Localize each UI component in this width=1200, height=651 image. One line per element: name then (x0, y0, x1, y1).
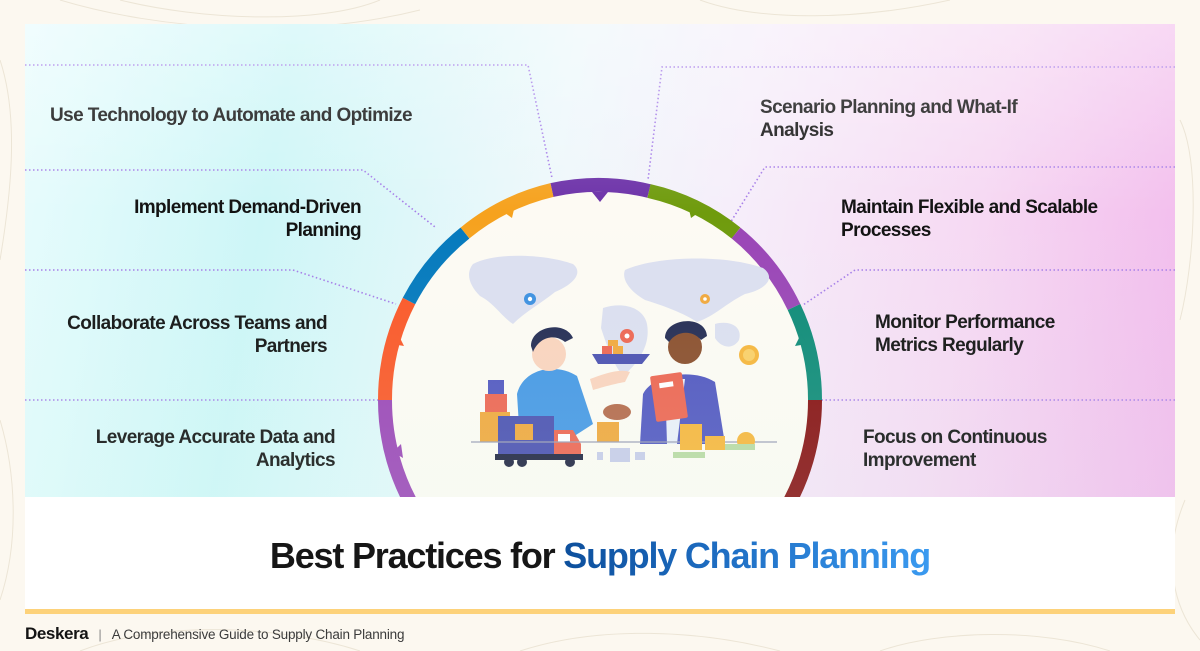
practice-leverage-data: Leverage Accurate Data and Analytics (25, 426, 336, 472)
practice-label-line: Leverage Accurate Data and (95, 427, 336, 448)
practice-continuous-improvement: Focus on Continuous Improvement (863, 426, 1123, 472)
wheel-center (385, 185, 815, 497)
brand-logo: Deskera (25, 624, 89, 643)
practice-use-technology: Use Technology to Automate and Optimize (50, 104, 460, 127)
footer-separator: | (98, 626, 102, 642)
segment-flexible-processes (647, 184, 741, 239)
footer-subtitle: A Comprehensive Guide to Supply Chain Pl… (111, 626, 405, 642)
ring-notches (392, 192, 815, 458)
title-prefix: Best Practices for (269, 535, 564, 576)
practice-demand-driven: Implement Demand-Driven Planning (65, 196, 362, 242)
handshake (603, 404, 631, 420)
practice-wheel-diagram (25, 64, 1175, 497)
practice-label-line: Collaborate Across Teams and (67, 313, 327, 334)
practice-collaborate: Collaborate Across Teams and Partners (25, 312, 327, 358)
practice-monitor-metrics: Monitor Performance Metrics Regularly (875, 311, 1135, 357)
businessman-right (640, 321, 725, 444)
segment-scenario-planning (550, 177, 651, 198)
segment-monitor-metrics (787, 303, 823, 401)
segment-leverage-data (377, 399, 416, 497)
title-band (25, 497, 1175, 610)
practice-label-line: Use Technology to Automate and Optimize (50, 105, 413, 126)
cargo-ship (592, 340, 650, 364)
page-title: Best Practices for Supply Chain Planning (0, 535, 1200, 577)
segment-technology (460, 183, 554, 239)
practice-label-line: Processes (841, 220, 931, 241)
practice-label-line: Metrics Regularly (875, 335, 1024, 356)
handshake-illustration (469, 255, 777, 467)
location-pins (524, 293, 710, 343)
practice-label-line: Maintain Flexible and Scalable (841, 197, 1098, 218)
segment-collaborate (377, 297, 416, 401)
practice-label-line: Analytics (255, 450, 336, 471)
practice-scenario-planning: Scenario Planning and What-If Analysis (760, 96, 1090, 142)
practice-label-line: Planning (285, 220, 362, 241)
connector-lines (25, 64, 1175, 401)
practice-label-line: Analysis (760, 120, 834, 141)
footer: Deskera | A Comprehensive Guide to Suppl… (25, 624, 404, 644)
title-accent: Supply Chain Planning (563, 535, 931, 576)
practice-label-line: Implement Demand-Driven (134, 197, 362, 218)
segment-monitor-performance (731, 227, 801, 311)
practice-label-line: Monitor Performance (875, 312, 1055, 333)
coins (673, 345, 759, 458)
practices-panel: Use Technology to Automate and Optimize … (25, 24, 1175, 497)
segment-continuous-improvement (784, 399, 823, 497)
practice-label-line: Focus on Continuous (863, 427, 1047, 448)
practice-flexible-processes: Maintain Flexible and Scalable Processes (841, 196, 1161, 242)
practice-label-line: Scenario Planning and What-If (760, 97, 1018, 118)
practice-label-line: Improvement (863, 450, 976, 471)
accent-bar (25, 609, 1175, 614)
practice-label-line: Partners (254, 336, 328, 357)
